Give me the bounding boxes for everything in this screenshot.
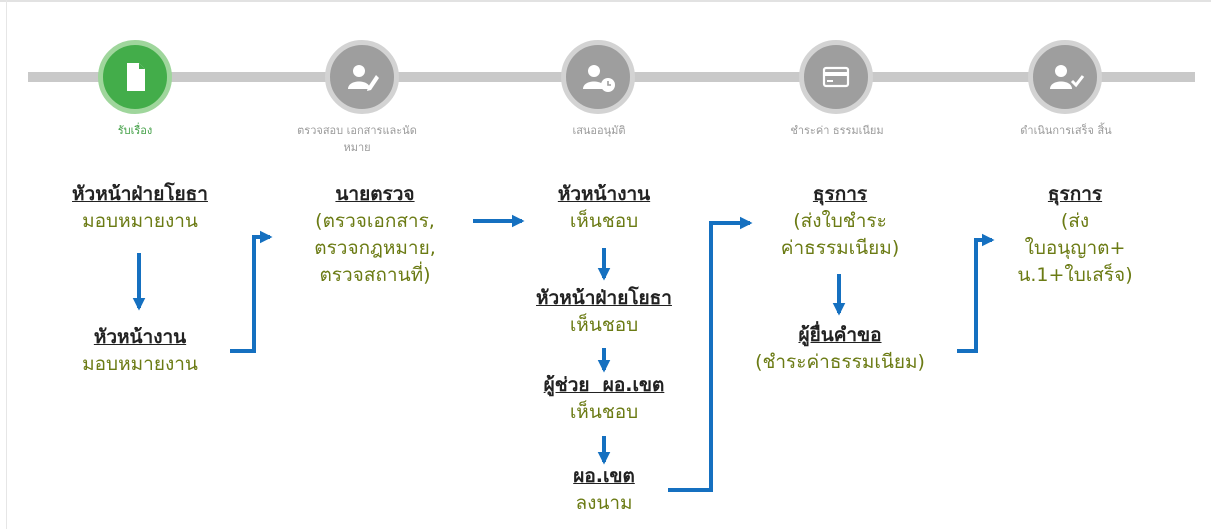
flow-c3-b4: ผอ.เขต ลงนาม xyxy=(504,463,704,517)
flow-c3-b1: หัวหน้างาน เห็นชอบ xyxy=(504,181,704,235)
step-5-circle[interactable] xyxy=(1028,40,1102,114)
flow-c3-b3: ผู้ช่วย ผอ.เขต เห็นชอบ xyxy=(504,372,704,426)
frame-top-border xyxy=(0,0,1211,2)
step-1-circle[interactable] xyxy=(98,40,172,114)
role-label: หัวหน้างาน xyxy=(93,326,187,348)
flow-c2-b1: นายตรวจ (ตรวจเอกสาร, ตรวจกฎหมาย, ตรวจสถา… xyxy=(275,181,475,289)
step-4-label: ชำระค่า ธรรมเนียม xyxy=(790,124,884,137)
flow-c1-b2: หัวหน้างาน มอบหมายงาน xyxy=(40,324,240,378)
detail-line: (ชำระค่าธรรมเนียม) xyxy=(755,351,925,373)
role-label: ธุรการ xyxy=(1047,183,1103,205)
step-3-circle[interactable] xyxy=(561,40,635,114)
role-label: ผู้ช่วย ผอ.เขต xyxy=(543,374,665,396)
role-label: นายตรวจ xyxy=(335,183,415,205)
credit-card-icon xyxy=(822,66,850,88)
detail-line: ตรวจกฎหมาย, xyxy=(314,237,436,259)
flow-c4-b2: ผู้ยื่นคำขอ (ชำระค่าธรรมเนียม) xyxy=(730,322,950,376)
role-label: หัวหน้าฝ่ายโยธา xyxy=(72,183,208,205)
user-edit-icon xyxy=(348,65,379,91)
detail-line: ใบอนุญาต+ xyxy=(1024,237,1126,259)
action-label: เห็นชอบ xyxy=(569,314,639,336)
detail-line: (ส่ง xyxy=(1060,210,1090,232)
detail-line: น.1+ใบเสร็จ) xyxy=(1017,264,1133,286)
user-check-icon xyxy=(1050,65,1085,89)
document-icon xyxy=(127,63,145,91)
step-3-label: เสนออนุมัติ xyxy=(572,124,626,137)
action-label: เห็นชอบ xyxy=(569,210,639,232)
step-1-label: รับเรื่อง xyxy=(117,124,153,137)
role-label: หัวหน้าฝ่ายโยธา xyxy=(536,287,672,309)
flow-c4-b1: ธุรการ (ส่งใบชำระ ค่าธรรมเนียม) xyxy=(740,181,940,262)
detail-line: (ตรวจเอกสาร, xyxy=(315,210,435,232)
step-5-label: ดำเนินการเสร็จ สิ้น xyxy=(1020,124,1112,137)
step-4-circle[interactable] xyxy=(799,40,873,114)
detail-line: ตรวจสถานที่) xyxy=(319,264,431,286)
action-label: มอบหมายงาน xyxy=(82,210,198,232)
role-label: หัวหน้างาน xyxy=(557,183,651,205)
role-label: ผู้ยื่นคำขอ xyxy=(798,324,882,346)
flow-c3-b2: หัวหน้าฝ่ายโยธา เห็นชอบ xyxy=(504,285,704,339)
step-2-label: ตรวจสอบ เอกสารและนัด หมาย xyxy=(297,124,417,154)
frame-left-border xyxy=(6,0,7,529)
step-2-circle[interactable] xyxy=(325,40,399,114)
action-label: เห็นชอบ xyxy=(569,401,639,423)
flow-c5-b1: ธุรการ (ส่ง ใบอนุญาต+ น.1+ใบเสร็จ) xyxy=(975,181,1175,289)
action-label: ลงนาม xyxy=(575,492,633,514)
detail-line: (ส่งใบชำระ xyxy=(793,210,887,232)
role-label: ธุรการ xyxy=(812,183,868,205)
arrow-c3-to-c4 xyxy=(668,216,753,492)
arrow-c1-to-c2 xyxy=(230,230,273,353)
role-label: ผอ.เขต xyxy=(573,465,635,487)
flow-c1-b1: หัวหน้าฝ่ายโยธา มอบหมายงาน xyxy=(40,181,240,235)
arrow-c4-to-c5 xyxy=(957,233,995,353)
action-label: มอบหมายงาน xyxy=(82,353,198,375)
user-clock-icon xyxy=(583,65,615,92)
detail-line: ค่าธรรมเนียม) xyxy=(780,237,900,259)
